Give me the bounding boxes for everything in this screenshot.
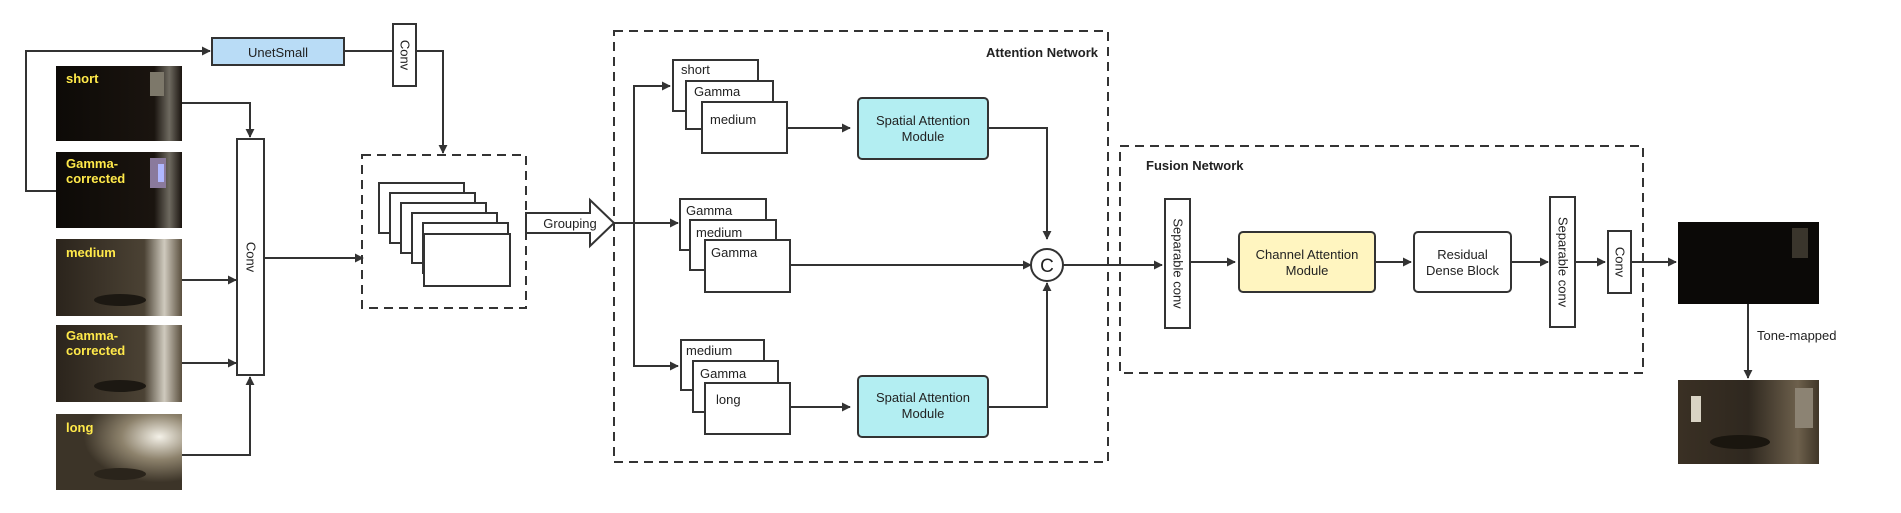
unet-small-label: UnetSmall [248,45,308,60]
conv-main-label: Conv [244,242,259,273]
spatial-bottom-to-concat-arrow [988,282,1052,408]
stack-top: short Gamma medium [672,59,788,154]
channel-attention-line1: Channel Attention [1256,247,1359,262]
spatial-attention-top-line2: Module [902,129,945,144]
stack-middle-label-2: medium [696,225,742,240]
spatial-top-to-concat-arrow [988,127,1052,240]
stack-top-label-2: Gamma [694,84,741,99]
input-label-gamma-line1: Gamma- [66,156,118,171]
conv-block-main [236,138,265,376]
residual-dense-line1: Residual [1437,247,1488,262]
stack-middle-label-1: Gamma [686,203,733,218]
conv-to-features-line [416,50,448,154]
stack-middle-label-3: Gamma [711,245,758,260]
input-label-long: long [66,420,93,435]
residual-dense-block [1413,231,1512,293]
conv-top-label: Conv [398,40,413,71]
channel-attention-line2: Module [1286,263,1329,278]
input-label-gamma2-line2: corrected [66,343,125,358]
hdr-output-image [1678,222,1819,304]
input-image-short: short [56,66,182,141]
branch-top-arrow [614,81,671,224]
attention-network-title: Attention Network [986,45,1099,60]
channel-attention-block [1238,231,1376,293]
input-label-short: short [66,71,99,86]
unet-small-block [211,37,345,66]
input-image-long: long [56,414,182,490]
spatial-attention-bottom-line1: Spatial Attention [876,390,970,405]
stack-bottom-label-2: Gamma [700,366,747,381]
input-image-gamma-corrected-2: Gamma- corrected [56,325,182,402]
stack-bottom: medium Gamma long [680,339,791,435]
fusion-network-title: Fusion Network [1146,158,1244,173]
input-image-medium: medium [56,239,182,316]
spatial-attention-bottom-line2: Module [902,406,945,421]
input-label-medium: medium [66,245,116,260]
short-to-conv-arrow [182,102,255,138]
input-label-gamma2-line1: Gamma- [66,328,118,343]
stack-top-label-3: medium [710,112,756,127]
grouping-arrow [525,197,616,249]
tone-mapped-image [1678,380,1819,464]
grouping-label: Grouping [543,216,596,231]
stack-top-label-1: short [681,62,710,77]
input-image-gamma-corrected-1: Gamma- corrected [56,152,182,228]
feature-map-stack [378,182,511,287]
separable-conv-2-label: Separable conv [1556,217,1571,308]
spatial-attention-top-line1: Spatial Attention [876,113,970,128]
residual-dense-line2: Dense Block [1426,263,1499,278]
fusion-network-region [1119,145,1644,374]
concat-label: C [1040,256,1054,277]
stack-bottom-label-1: medium [686,343,732,358]
separable-conv-1 [1164,198,1191,329]
long-to-conv-arrow [182,376,255,456]
separable-conv-1-label: Separable conv [1171,218,1186,309]
skip-line-to-unet [25,46,211,192]
stack-middle: Gamma medium Gamma [679,198,791,293]
stack-bottom-label-3: long [716,392,741,407]
branch-bottom-arrow [633,223,679,371]
tone-mapped-label: Tone-mapped [1757,328,1837,343]
conv-final-label: Conv [1613,247,1628,278]
attention-network-region [613,30,1109,463]
input-label-gamma-line2: corrected [66,171,125,186]
conv-block-top [392,23,417,87]
